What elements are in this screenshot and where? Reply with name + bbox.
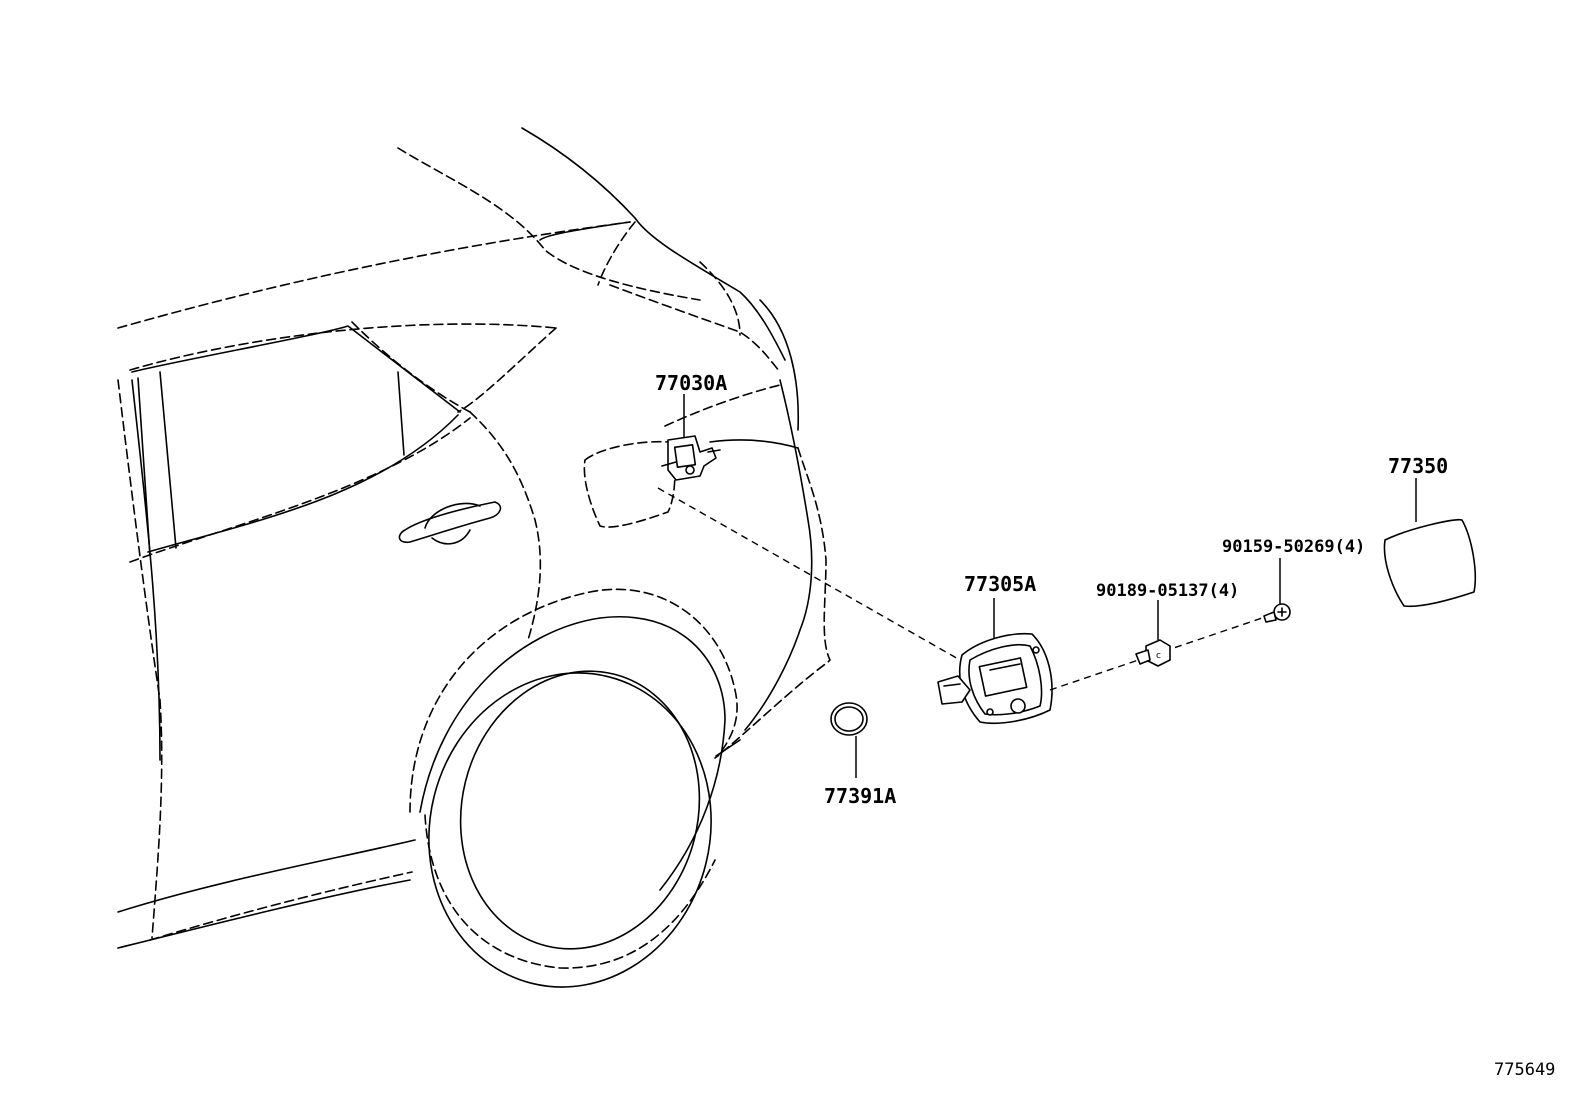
label-latch-actuator: 77030A bbox=[655, 371, 727, 395]
label-screw: 90159-50269(4) bbox=[1222, 537, 1365, 557]
assembly-line-actuator bbox=[657, 487, 961, 661]
screw-90159-50269[interactable] bbox=[1263, 603, 1291, 623]
svg-text:c: c bbox=[1156, 651, 1161, 661]
label-fuel-door-cap: 77350 bbox=[1388, 454, 1448, 478]
assembly-line-fasteners bbox=[1049, 615, 1269, 691]
label-grommet: 77391A bbox=[824, 784, 896, 808]
vehicle-body-outline bbox=[117, 127, 831, 988]
label-fuel-filler-box: 77305A bbox=[964, 572, 1036, 596]
grommet-77391A[interactable] bbox=[830, 702, 868, 736]
fuel-door-cap-77350[interactable] bbox=[1383, 518, 1477, 608]
fuel-filler-box-77305A[interactable] bbox=[937, 632, 1053, 725]
label-nut: 90189-05137(4) bbox=[1096, 581, 1239, 601]
diagram-id: 775649 bbox=[1494, 1060, 1555, 1080]
nut-90189-05137[interactable]: c bbox=[1135, 639, 1171, 667]
fuel-lid-actuator-77030A[interactable] bbox=[661, 435, 721, 481]
